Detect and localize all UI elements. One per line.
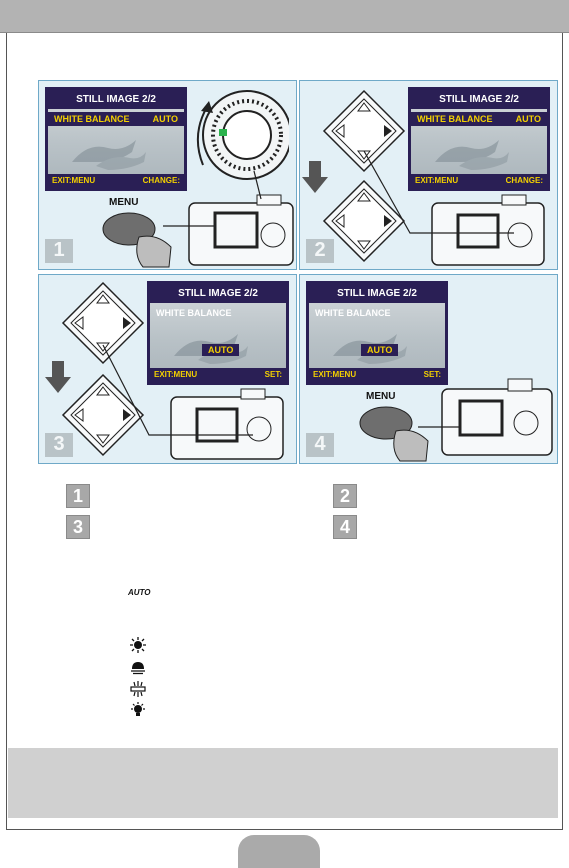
lcd-screen: STILL IMAGE 2/2 WHITE BALANCE AUTO EXIT:…: [45, 87, 187, 191]
lcd-menu-row: WHITE BALANCE AUTO: [411, 112, 547, 126]
lcd-menu-row: WHITE BALANCE: [150, 306, 286, 320]
auto-wb-icon: AUTO: [128, 588, 151, 597]
lcd-footer-right: SET:: [264, 370, 282, 379]
step-list-badge-2: 2: [333, 484, 357, 508]
down-arrow-icon: [302, 161, 328, 193]
step-3-panel: STILL IMAGE 2/2 WHITE BALANCE AUTO EXIT:…: [38, 274, 297, 464]
lcd-title: STILL IMAGE 2/2: [309, 284, 445, 303]
down-arrow-icon: [45, 361, 71, 393]
dolphin-image: [435, 140, 509, 170]
lcd-option-selected: AUTO: [361, 344, 399, 356]
dpad-icon: [322, 179, 406, 263]
hand-pressing-icon: [359, 406, 429, 462]
mode-dial: [196, 90, 289, 180]
camera-back-icon: [170, 388, 284, 460]
lcd-row-label: WHITE BALANCE: [417, 114, 493, 124]
menu-button-label: MENU: [109, 197, 139, 208]
step-list-badge-4: 4: [333, 515, 357, 539]
frame-left: [6, 33, 7, 830]
cloud-icon: [131, 662, 145, 675]
lcd-screen: STILL IMAGE 2/2 WHITE BALANCE AUTO EXIT:…: [147, 281, 289, 385]
step-badge: 4: [306, 433, 334, 457]
lcd-footer: EXIT:MENU SET:: [150, 368, 286, 382]
lcd-menu-row: WHITE BALANCE AUTO: [48, 112, 184, 126]
pointer-line: [418, 426, 460, 428]
dolphin-image: [72, 140, 146, 170]
incandescent-icon: [131, 702, 145, 716]
lcd-title: STILL IMAGE 2/2: [411, 90, 547, 109]
header-bar: [0, 0, 569, 33]
camera-back-icon: [188, 194, 294, 266]
dpad-icon: [61, 373, 145, 457]
lcd-footer-right: CHANGE:: [505, 176, 543, 185]
camera-back-icon: [441, 378, 553, 456]
fluorescent-icon: [130, 681, 146, 697]
lcd-footer-right: SET:: [423, 370, 441, 379]
lcd-row-value: AUTO: [515, 114, 541, 124]
lcd-row-value: AUTO: [152, 114, 178, 124]
sun-icon: [130, 637, 146, 653]
lcd-footer-left: EXIT:MENU: [415, 176, 459, 185]
camera-back-icon: [431, 194, 545, 266]
pointer-line: [102, 344, 253, 436]
lcd-title: STILL IMAGE 2/2: [48, 90, 184, 109]
lcd-footer-left: EXIT:MENU: [154, 370, 198, 379]
step-list-badge-1: 1: [66, 484, 90, 508]
dpad-icon: [322, 89, 406, 173]
step-1-panel: STILL IMAGE 2/2 WHITE BALANCE AUTO EXIT:…: [38, 80, 297, 270]
page-number-tab: [238, 835, 320, 868]
lcd-menu-row: WHITE BALANCE: [309, 306, 445, 320]
frame-right: [562, 33, 563, 830]
lcd-option-selected: AUTO: [202, 344, 240, 356]
frame-bottom: [6, 829, 563, 830]
pointer-line: [163, 170, 262, 227]
lcd-footer: EXIT:MENU CHANGE:: [411, 174, 547, 188]
lcd-screen: STILL IMAGE 2/2 WHITE BALANCE AUTO EXIT:…: [306, 281, 448, 385]
step-badge: 3: [45, 433, 73, 457]
hand-pressing-icon: [102, 212, 172, 268]
step-badge: 1: [45, 239, 73, 263]
step-2-panel: STILL IMAGE 2/2 WHITE BALANCE AUTO EXIT:…: [299, 80, 558, 270]
lcd-footer-left: EXIT:MENU: [313, 370, 357, 379]
note-box: [8, 748, 558, 818]
lcd-row-label: WHITE BALANCE: [54, 114, 130, 124]
lcd-footer-right: CHANGE:: [142, 176, 180, 185]
lcd-row-label: WHITE BALANCE: [315, 308, 391, 318]
pointer-line: [363, 150, 514, 234]
lcd-footer: EXIT:MENU CHANGE:: [48, 174, 184, 188]
dpad-icon: [61, 281, 145, 365]
lcd-footer: EXIT:MENU SET:: [309, 368, 445, 382]
lcd-title: STILL IMAGE 2/2: [150, 284, 286, 303]
step-badge: 2: [306, 239, 334, 263]
lcd-screen: STILL IMAGE 2/2 WHITE BALANCE AUTO EXIT:…: [408, 87, 550, 191]
lcd-row-label: WHITE BALANCE: [156, 308, 232, 318]
step-4-panel: STILL IMAGE 2/2 WHITE BALANCE AUTO EXIT:…: [299, 274, 558, 464]
step-list-badge-3: 3: [66, 515, 90, 539]
lcd-footer-left: EXIT:MENU: [52, 176, 96, 185]
menu-button-label: MENU: [366, 391, 396, 402]
